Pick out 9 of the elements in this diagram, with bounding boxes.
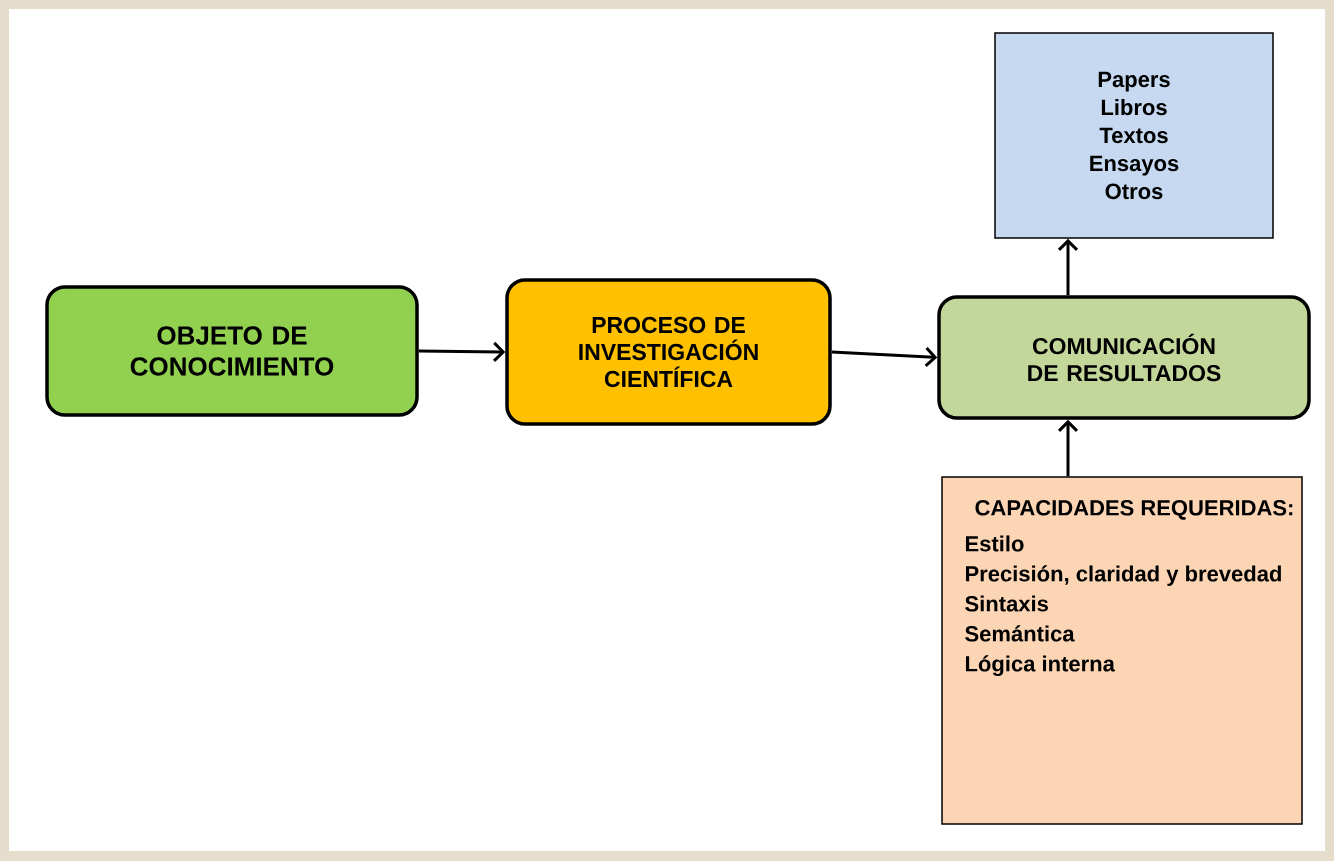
process-box: OBJETO DE CONOCIMIENTO (45, 285, 419, 417)
requirements-box: CAPACIDADES REQUERIDAS: Estilo Precisión, claridad y brevedad Sintaxis Semántica Lógica interna (941, 476, 1303, 825)
process-box: PROCESO DE INVESTIGACIÓN CIENTÍFICA (505, 278, 832, 426)
arrow (1057, 238, 1079, 296)
arrow (831, 346, 938, 367)
output-box: Papers Libros Textos Ensayos Otros (994, 32, 1274, 239)
arrow (418, 341, 506, 362)
process-box: COMUNICACIÓN DE RESULTADOS (937, 295, 1311, 420)
arrow (1057, 419, 1079, 477)
